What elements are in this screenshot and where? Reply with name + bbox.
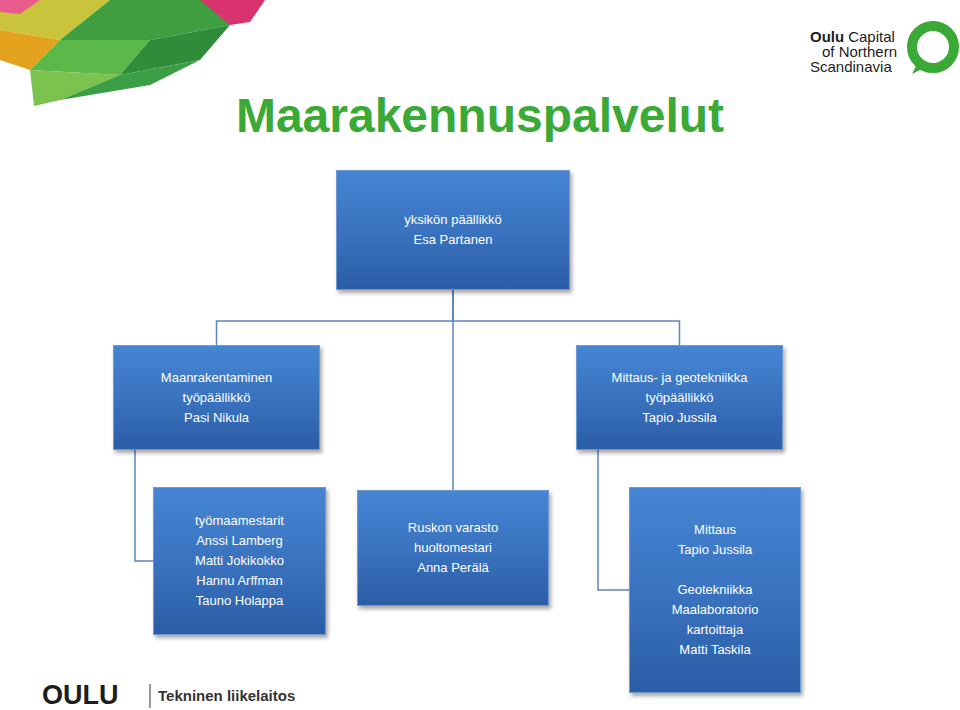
unit-head-box: yksikön päällikköEsa Partanen	[336, 170, 570, 290]
diagram-title: Maarakennuspalvelut	[0, 88, 960, 143]
box-text: Mittaus- ja geotekniikka	[612, 368, 748, 388]
box-text: Ruskon varasto	[408, 518, 498, 538]
foremen-box: työmaamestaritAnssi LambergMatti Jokikok…	[153, 487, 326, 635]
box-text: Hannu Arffman	[196, 571, 282, 591]
box-text: Pasi Nikula	[184, 408, 249, 428]
org-connector	[598, 450, 629, 590]
box-text: Maalaboratorio	[672, 600, 759, 620]
city-logo-icon	[912, 26, 954, 74]
corner-graphic	[0, 0, 265, 106]
logo-text: Scandinavia	[810, 58, 892, 75]
org-connector	[135, 450, 153, 561]
box-text: työpäällikkö	[183, 388, 251, 408]
box-text: Matti Jokikokko	[195, 551, 284, 571]
box-text: Tapio Jussila	[642, 408, 716, 428]
department-box: MaanrakentaminentyöpäällikköPasi Nikula	[113, 345, 320, 450]
box-text: työmaamestarit	[195, 511, 284, 531]
box-text: Maanrakentaminen	[161, 368, 272, 388]
logo-text: of Northern	[822, 43, 897, 60]
city-logo-text: OULU	[42, 680, 119, 710]
box-text: kartoittaja	[687, 620, 743, 640]
box-text: työpäällikkö	[646, 388, 714, 408]
box-text: huoltomestari	[414, 538, 492, 558]
box-text: Tapio Jussila	[678, 540, 752, 560]
organization-name: Tekninen liikelaitos	[158, 687, 295, 704]
box-text: Geotekniikka	[677, 580, 752, 600]
warehouse-box: Ruskon varastohuoltomestariAnna Perälä	[357, 490, 549, 606]
org-connector	[217, 290, 454, 345]
box-text: Matti Taskila	[679, 640, 750, 660]
org-connector	[453, 290, 680, 345]
box-text: Anssi Lamberg	[196, 531, 283, 551]
box-text: Anna Perälä	[417, 558, 489, 578]
logo-divider	[150, 684, 151, 708]
logo-text: Oulu	[810, 28, 844, 45]
logo-text: Capital	[848, 28, 895, 45]
survey-geotech-box: MittausTapio JussilaGeotekniikkaMaalabor…	[629, 487, 801, 693]
department-box: Mittaus- ja geotekniikkatyöpäällikköTapi…	[576, 345, 783, 450]
box-text: yksikön päällikkö	[404, 210, 502, 230]
box-text: Esa Partanen	[414, 230, 493, 250]
box-text: Mittaus	[694, 520, 736, 540]
box-text: Tauno Holappa	[196, 591, 283, 611]
